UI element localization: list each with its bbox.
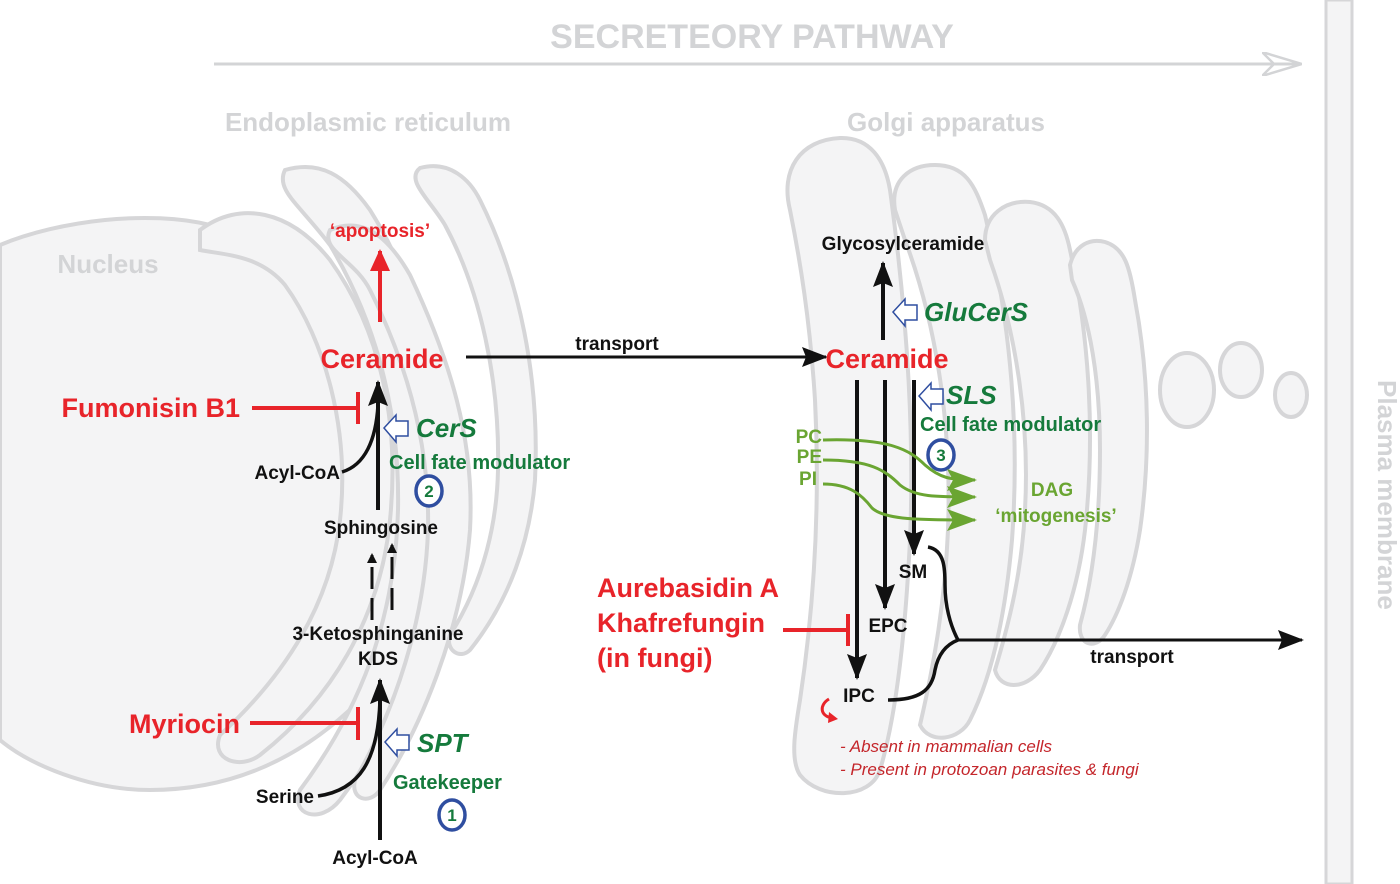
golgi-label: Golgi apparatus (847, 107, 1045, 137)
serine-feed (317, 699, 382, 798)
pe-to-dag-arrow (822, 458, 977, 508)
sm-transport-branch (927, 545, 960, 641)
vesicle-medium (1218, 341, 1264, 399)
ipc-transport-branch (887, 638, 959, 702)
spt-step-badge: 1 (437, 798, 467, 832)
serine-label: Serine (256, 787, 314, 808)
er-to-golgi-transport-label: transport (575, 334, 659, 355)
sm-label: SM (899, 562, 928, 583)
ipc-label: IPC (843, 686, 875, 707)
aureobasidin-label-line1: Aurebasidin A (597, 573, 779, 603)
acyl-coa-top: Acyl-CoA (254, 463, 340, 484)
aureobasidin-label-line2: Khafrefungin (597, 608, 765, 638)
lipid-pc: PC (796, 427, 823, 448)
sls-step-number: 3 (936, 446, 945, 465)
er-cisterna-4 (413, 164, 538, 656)
spt-label: SPT (417, 728, 470, 758)
spt-step-number: 1 (447, 806, 456, 825)
glycosylceramide-label: Glycosylceramide (822, 234, 985, 255)
plasma-membrane-bar (1324, 0, 1354, 884)
fumonisin-b1-label: Fumonisin B1 (61, 393, 240, 423)
epc-label: EPC (868, 616, 907, 637)
er-cisterna-3 (326, 223, 473, 801)
cers-step-number: 2 (424, 482, 433, 501)
spt-role: Gatekeeper (393, 772, 502, 794)
myriocin-label: Myriocin (129, 709, 240, 739)
sphingosine-label: Sphingosine (324, 518, 438, 539)
aureobasidin-label-line3: (in fungi) (597, 643, 712, 673)
cers-step-badge: 2 (414, 474, 444, 508)
pc-to-dag-arrow (822, 438, 977, 491)
glucers-hollow-arrow-icon (891, 297, 918, 329)
mitogenesis-label: ‘mitogenesis’ (995, 506, 1116, 527)
lipid-pe: PE (797, 447, 822, 468)
sls-role: Cell fate modulator (920, 414, 1101, 436)
kds-label: KDS (358, 649, 398, 670)
ipc-note-present: - Present in protozoan parasites & fungi (840, 760, 1140, 779)
sls-hollow-arrow-icon (917, 381, 944, 413)
plasma-membrane-label: Plasma membrane (1372, 380, 1400, 610)
glucers-label: GluCerS (924, 297, 1029, 327)
er-cisterna-1 (198, 211, 395, 765)
golgi-cisterna-4 (1067, 239, 1149, 646)
sls-step-badge: 3 (926, 438, 956, 472)
apoptosis-label: ‘apoptosis’ (330, 221, 430, 242)
golgi-ceramide: Ceramide (825, 344, 948, 374)
nucleus-label: Nucleus (57, 249, 158, 279)
cers-hollow-arrow-icon (382, 413, 409, 445)
dag-label: DAG (1031, 480, 1073, 501)
lipid-pi: PI (799, 469, 817, 490)
spt-hollow-arrow-icon (383, 727, 410, 759)
diagram-title: SECRETEORY PATHWAY (550, 18, 954, 56)
ipc-note-arrowhead-icon (828, 712, 838, 723)
cers-role: Cell fate modulator (389, 452, 570, 474)
ketosphinganine-label: 3-Ketosphinganine (292, 624, 463, 645)
vesicle-large (1158, 351, 1216, 429)
acyl-coa-bottom: Acyl-CoA (332, 848, 418, 869)
sls-label: SLS (946, 380, 997, 410)
golgi-to-pm-transport-label: transport (1090, 647, 1174, 668)
er-label: Endoplasmic reticulum (225, 107, 511, 137)
vesicle-small (1273, 371, 1309, 419)
golgi-cisterna-3 (982, 199, 1092, 687)
ipc-note-absent: - Absent in mammalian cells (840, 737, 1052, 756)
er-ceramide: Ceramide (320, 344, 443, 374)
acyl-coa-top-feed (341, 404, 380, 474)
cers-label: CerS (416, 413, 477, 443)
pi-to-dag-arrow (822, 482, 977, 531)
